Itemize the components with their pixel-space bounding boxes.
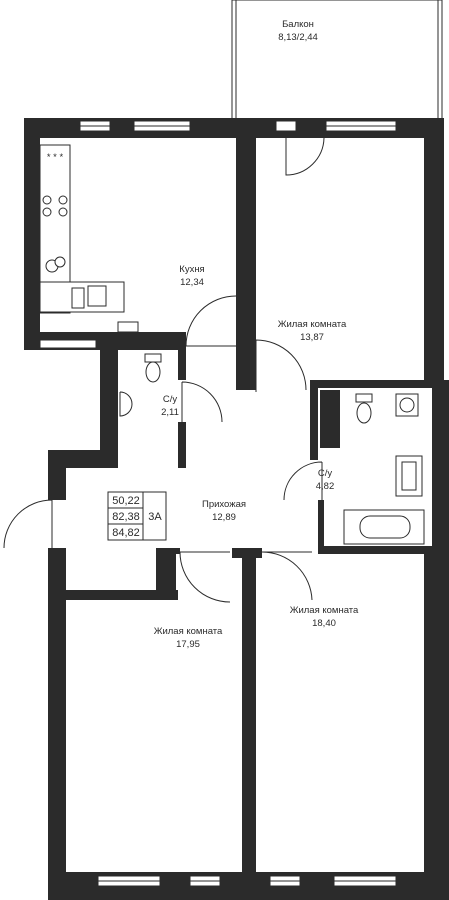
bath-right-top-wall [310,380,432,388]
living-rooms-partition [242,548,256,878]
total-area-value: 82,38 [112,511,140,523]
washbasin-icon [119,391,133,417]
kitchen-fixtures: * * * [39,144,125,314]
summary-box [107,491,167,541]
total-with-balcony-value: 84,82 [112,527,140,539]
kitchen-living-partition [236,138,256,390]
living-left-area: 17,95 [176,639,200,650]
kitchen-sink-icon [87,285,107,307]
stove-burner [42,207,52,217]
living-left-name: Жилая комната [154,626,223,637]
toilet-tank [355,393,373,403]
stove-burner [58,207,68,217]
walls [24,118,449,900]
bath-right-left-wall-lower [318,500,324,548]
living-right-door-swing [261,551,313,601]
living-area-value: 50,22 [112,495,140,507]
living-left-door-swing [179,551,231,603]
left-room-top-wall-stub [156,548,176,600]
doors [3,137,325,603]
door-jamb [176,548,180,554]
hall-left-wall-upper [48,450,66,500]
washbasin-bowl [401,461,417,491]
living-top-name: Жилая комната [278,319,347,330]
bathtub-inner [359,515,411,539]
balcony-door [275,120,297,132]
left-wall-lower [48,548,66,900]
balcony-name: Балкон [282,19,314,30]
shaft [320,390,340,448]
washing-machine-drum [399,397,415,413]
hall-area: 12,89 [212,512,236,523]
living-right-area: 18,40 [312,618,336,629]
left-wall-kitchen [24,118,40,350]
entrance-door-swing [3,499,53,549]
kitchen-area: 12,34 [180,277,204,288]
window [117,321,139,333]
stove-icon [42,195,52,205]
bath-right-area: 4,82 [316,481,335,492]
right-wall-upper [424,118,444,388]
kitchen-name: Кухня [179,264,204,275]
apartment-type: 3А [148,511,162,523]
bath-left-door-swing [181,381,223,423]
bath-left-wall-right-upper [178,340,186,380]
bath-left-wall-right-lower [178,422,186,468]
bath-right-door-swing [283,461,323,501]
right-wall-bath [432,380,449,550]
balcony [231,0,443,121]
balcony-area: 8,13/2,44 [278,32,318,43]
stove-burner [58,195,68,205]
bath-right-bottom-wall [318,546,432,554]
area-summary: 50,22 82,38 84,82 3А [107,491,167,541]
windows [39,120,397,887]
bath-right-name: С/у [318,468,333,479]
bath-left-outer-wall [100,340,118,452]
window [39,339,97,349]
bath-right-left-wall-upper [310,380,318,460]
right-wall-lower [424,548,449,900]
bath-left-area: 2,11 [161,407,179,418]
bath-fixtures [119,353,425,545]
toilet-icon [145,361,161,383]
toilet-tank [144,353,162,363]
left-room-top-wall [66,590,178,600]
washer-icon-inner [54,256,66,268]
living-right-name: Жилая комната [290,605,359,616]
toilet-icon [356,402,372,424]
hall-name: Прихожая [202,499,246,510]
room-labels: Балкон 8,13/2,44 Кухня 12,34 Жилая комна… [154,19,359,650]
dish-rack-icon [71,287,85,309]
kitchen-door-swing [185,295,237,347]
living-top-area: 13,87 [300,332,324,343]
fridge-icon: * * * [47,152,64,163]
balcony-door-swing [285,137,325,176]
living-top-door-swing [255,339,307,392]
bath-left-name: С/у [163,394,178,405]
